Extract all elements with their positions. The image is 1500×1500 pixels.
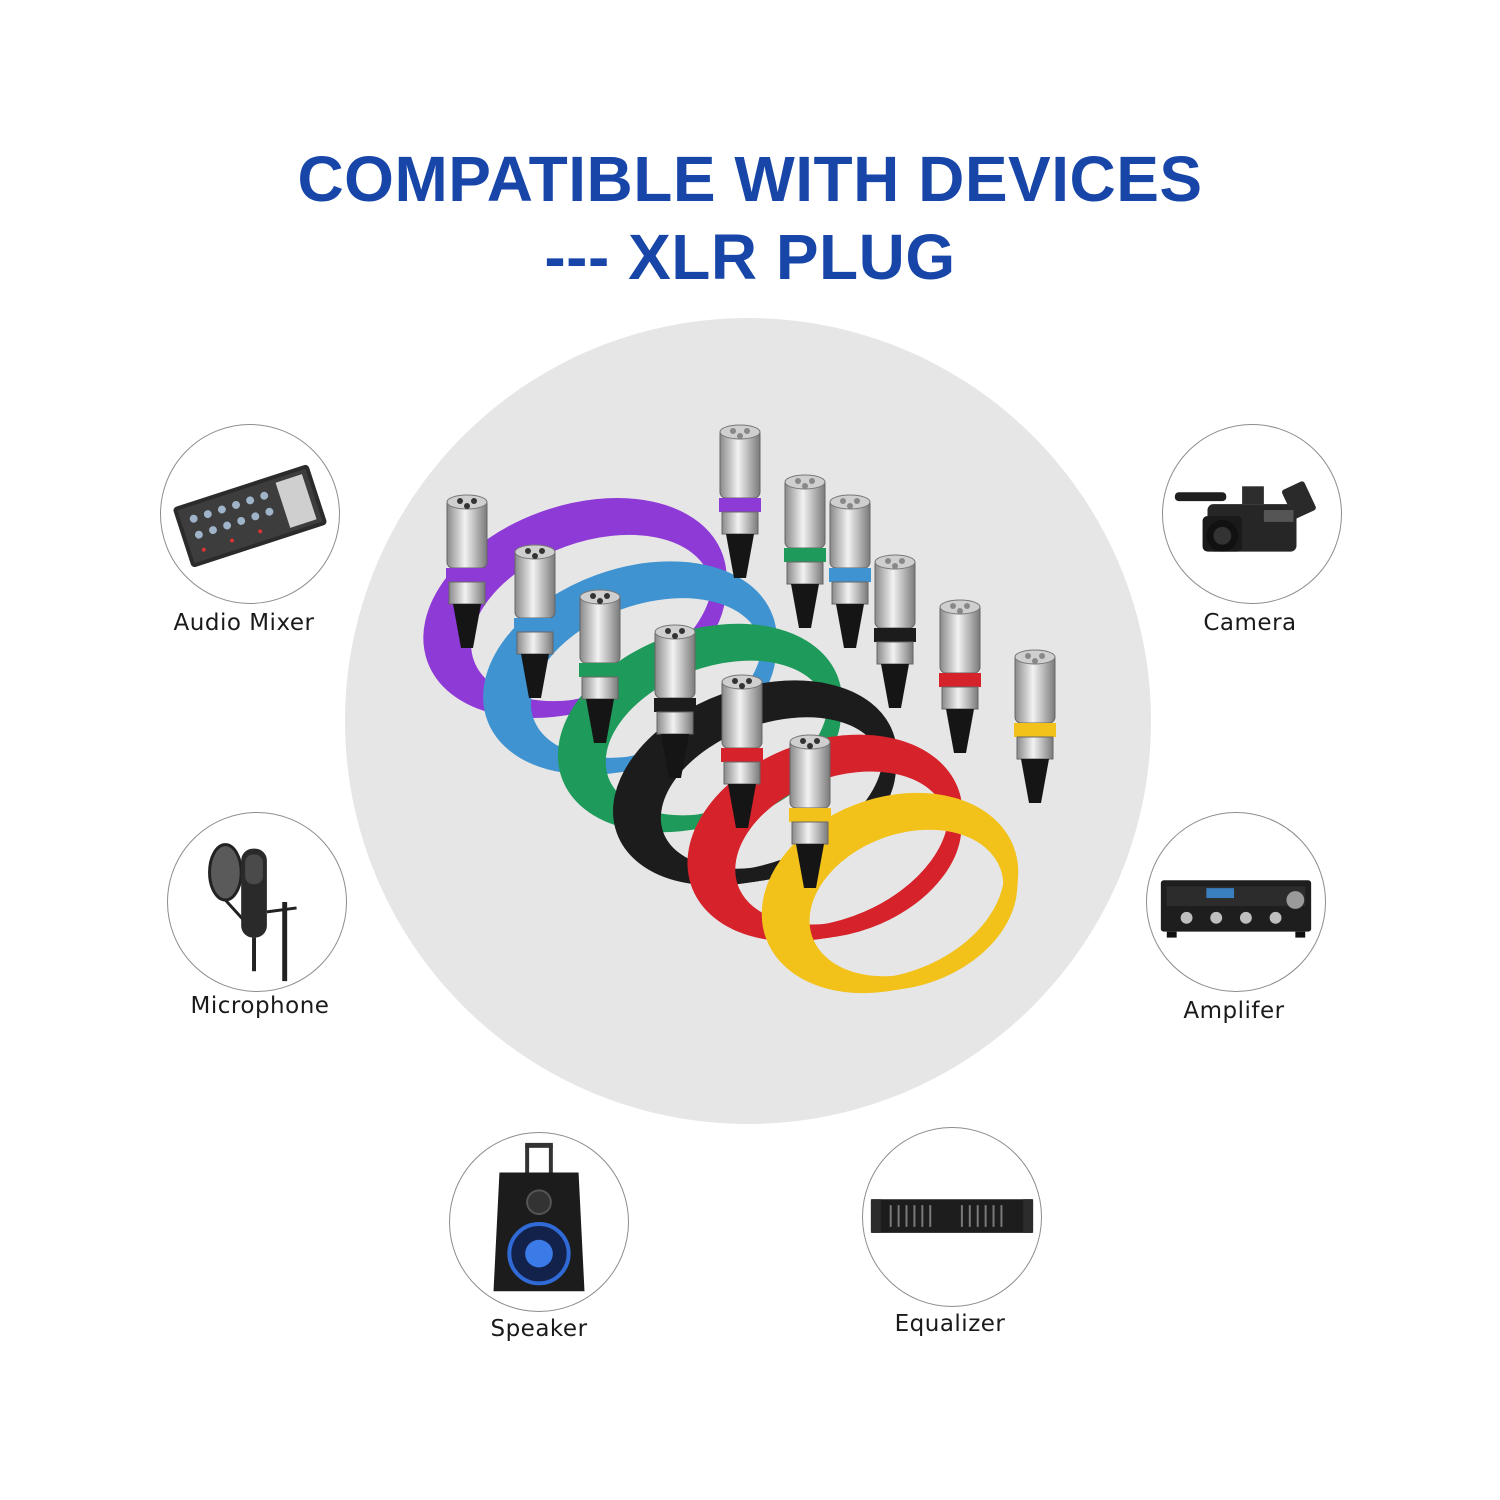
device-label-audio-mixer: Audio Mixer <box>173 610 315 636</box>
amplifier-icon <box>1146 812 1326 992</box>
speaker-icon <box>449 1132 629 1312</box>
device-label-microphone: Microphone <box>190 993 330 1019</box>
xlr-female-plug <box>721 674 763 828</box>
xlr-female-plug <box>579 589 621 743</box>
xlr-female-plug <box>514 544 556 698</box>
audio-mixer-icon <box>160 424 340 604</box>
device-label-camera: Camera <box>1203 610 1297 636</box>
device-label-speaker: Speaker <box>490 1316 588 1342</box>
xlr-female-plug <box>789 734 831 888</box>
xlr-cables-image <box>423 424 1056 994</box>
xlr-male-plug <box>829 494 871 648</box>
xlr-female-plug <box>654 624 696 778</box>
xlr-female-plug <box>446 494 488 648</box>
device-label-equalizer: Equalizer <box>894 1311 1006 1337</box>
headline: COMPATIBLE WITH DEVICES --- XLR PLUG <box>0 140 1500 296</box>
headline-line-2: --- XLR PLUG <box>544 221 956 293</box>
camera-icon <box>1162 424 1342 604</box>
device-label-amplifier: Amplifer <box>1183 998 1285 1024</box>
xlr-male-plug <box>719 424 761 578</box>
headline-line-1: COMPATIBLE WITH DEVICES <box>297 143 1203 215</box>
microphone-icon <box>167 812 347 992</box>
xlr-male-plug <box>874 554 916 708</box>
xlr-male-plug <box>939 599 981 753</box>
cable-coil <box>761 792 1019 994</box>
xlr-male-plug <box>784 474 826 628</box>
xlr-male-plug <box>1014 649 1056 803</box>
equalizer-icon <box>862 1127 1042 1307</box>
